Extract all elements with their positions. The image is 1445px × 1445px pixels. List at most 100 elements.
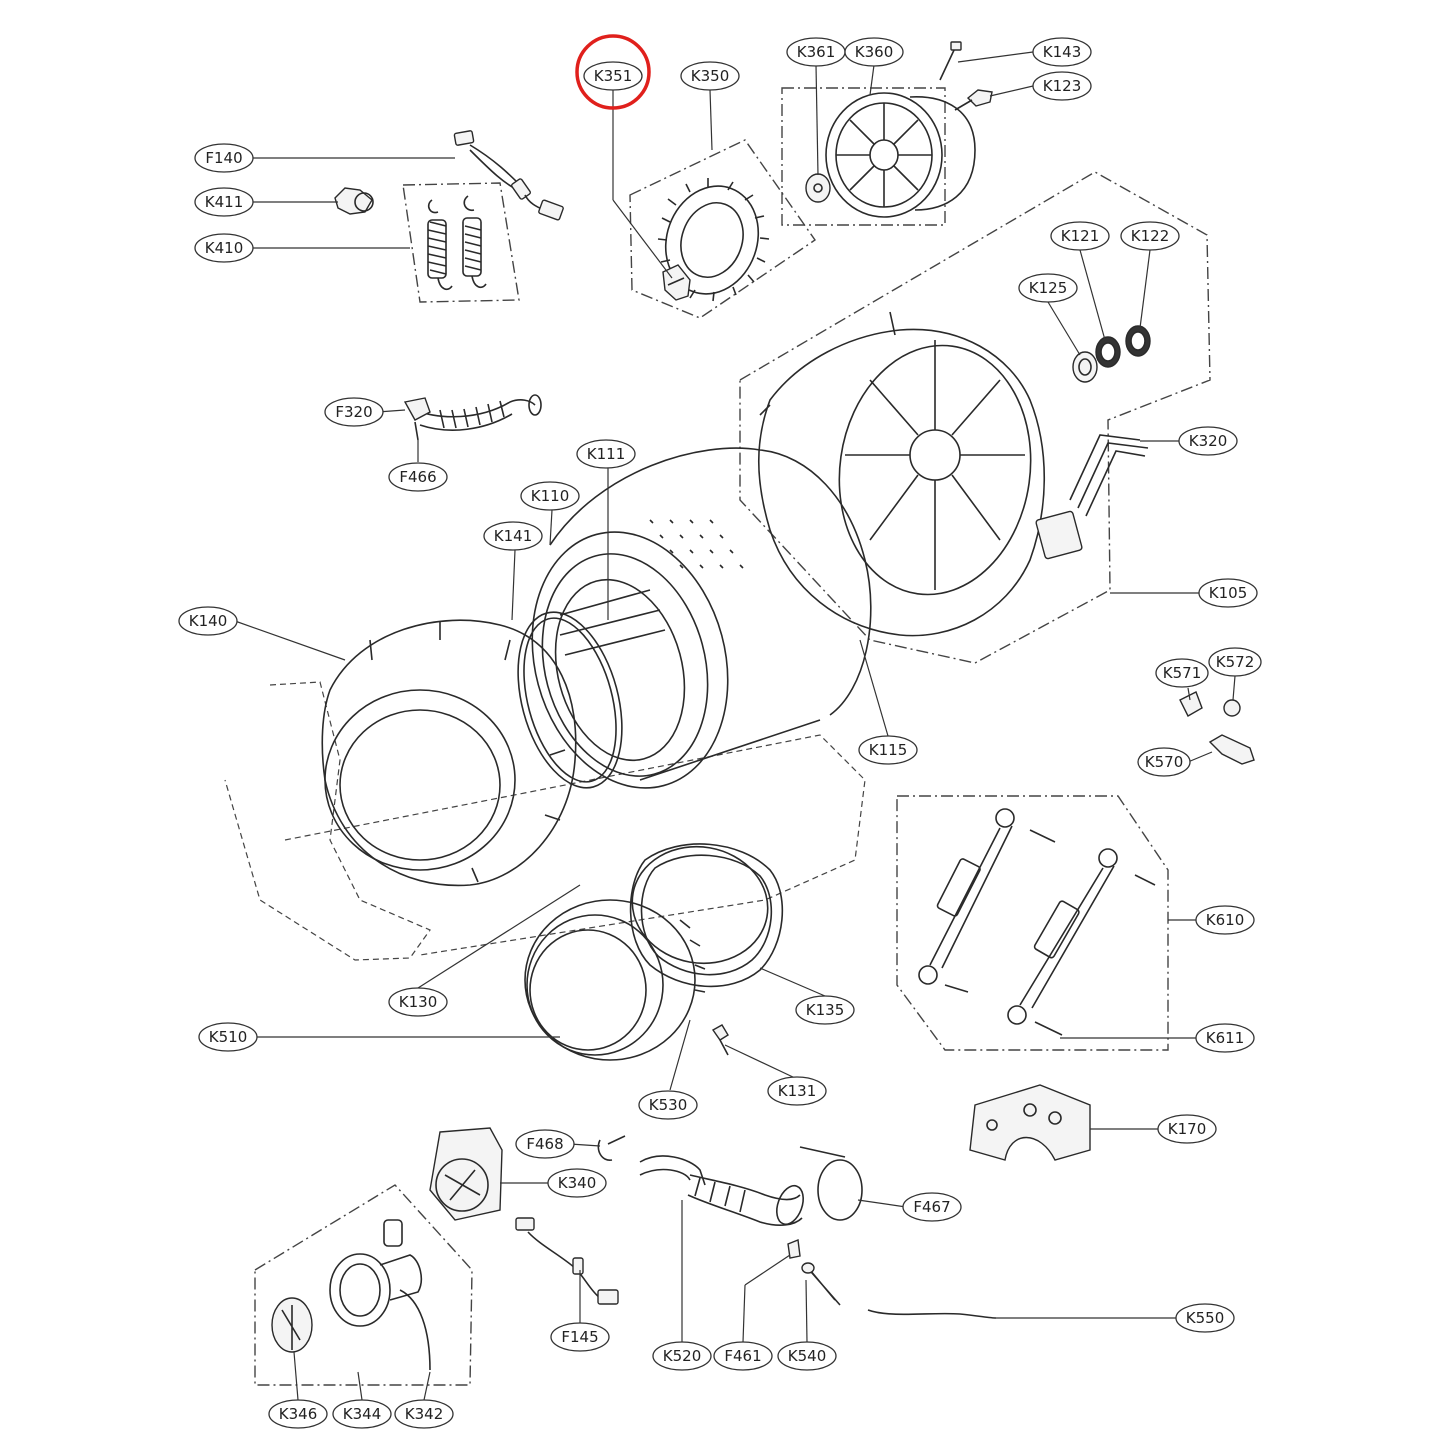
- damper-k610-part: [918, 808, 1118, 1025]
- part-label-K350[interactable]: K350: [680, 61, 740, 91]
- part-label-K570[interactable]: K570: [1137, 747, 1191, 777]
- svg-text:K123: K123: [1043, 77, 1081, 95]
- part-label-K410[interactable]: K410: [194, 233, 254, 263]
- wire-harness-f140-part: [453, 130, 564, 221]
- gasket-k130-part: [631, 845, 769, 965]
- clamp-ring-k135-part: [629, 843, 784, 988]
- part-label-K143[interactable]: K143: [1032, 37, 1092, 67]
- svg-text:K130: K130: [399, 993, 437, 1011]
- part-label-K346[interactable]: K346: [268, 1399, 328, 1429]
- svg-text:K342: K342: [405, 1405, 443, 1423]
- part-label-K135[interactable]: K135: [795, 995, 855, 1025]
- svg-text:K410: K410: [205, 239, 243, 257]
- part-label-K520[interactable]: K520: [652, 1341, 712, 1371]
- svg-text:K346: K346: [279, 1405, 317, 1423]
- svg-text:F461: F461: [724, 1347, 761, 1365]
- part-label-K105[interactable]: K105: [1198, 578, 1258, 608]
- clamp-f467-part: [799, 1146, 863, 1221]
- door-gasket-k510-part: [524, 899, 706, 1061]
- part-label-K360[interactable]: K360: [844, 37, 904, 67]
- highlight-circle-k351: [575, 34, 651, 110]
- part-label-K111[interactable]: K111: [576, 439, 636, 469]
- filter-k346-part: [271, 1297, 313, 1353]
- svg-text:K115: K115: [869, 741, 907, 759]
- part-label-K170[interactable]: K170: [1157, 1114, 1217, 1144]
- part-label-K110[interactable]: K110: [520, 481, 580, 511]
- leader-lines: [234, 51, 1236, 1401]
- svg-text:K122: K122: [1131, 227, 1169, 245]
- svg-text:K344: K344: [343, 1405, 381, 1423]
- pump-motor-k340-part: [429, 1127, 503, 1221]
- springs-k410-part: [427, 195, 487, 291]
- part-label-K130[interactable]: K130: [388, 987, 448, 1017]
- svg-text:F467: F467: [913, 1198, 950, 1216]
- svg-text:K530: K530: [649, 1096, 687, 1114]
- svg-text:K510: K510: [209, 1028, 247, 1046]
- clamp-f468-part: [597, 1135, 626, 1161]
- part-label-K351[interactable]: K351: [583, 61, 643, 91]
- part-label-K361[interactable]: K361: [786, 37, 846, 67]
- part-label-K342[interactable]: K342: [394, 1399, 454, 1429]
- svg-text:K411: K411: [205, 193, 243, 211]
- sensor-k540-part: [801, 1262, 841, 1306]
- wire-harness-f145-part: [515, 1217, 619, 1305]
- part-label-K140[interactable]: K140: [178, 606, 238, 636]
- rotor-k360-part: [825, 92, 976, 218]
- part-label-F140[interactable]: F140: [194, 143, 254, 173]
- hall-sensor-k351-part: [662, 264, 691, 301]
- part-label-K121[interactable]: K121: [1050, 221, 1110, 251]
- part-label-K344[interactable]: K344: [332, 1399, 392, 1429]
- svg-text:K350: K350: [691, 67, 729, 85]
- svg-text:K550: K550: [1186, 1309, 1224, 1327]
- part-label-K125[interactable]: K125: [1018, 273, 1078, 303]
- part-label-K610[interactable]: K610: [1195, 905, 1255, 935]
- svg-text:K610: K610: [1206, 911, 1244, 929]
- group-outline-k350-stator: [629, 139, 816, 319]
- svg-text:K111: K111: [587, 445, 625, 463]
- part-label-K571[interactable]: K571: [1155, 658, 1209, 688]
- group-outline-k360-rotor: [781, 87, 946, 226]
- svg-text:K361: K361: [797, 43, 835, 61]
- part-label-K510[interactable]: K510: [198, 1022, 258, 1052]
- part-label-K530[interactable]: K530: [638, 1090, 698, 1120]
- part-label-F468[interactable]: F468: [515, 1129, 575, 1159]
- part-label-K141[interactable]: K141: [483, 521, 543, 551]
- part-label-F467[interactable]: F467: [902, 1192, 962, 1222]
- drum-k110-part: [531, 447, 872, 789]
- hose-f320-part: [403, 394, 542, 431]
- svg-text:K540: K540: [788, 1347, 826, 1365]
- part-label-K122[interactable]: K122: [1120, 221, 1180, 251]
- part-label-K540[interactable]: K540: [777, 1341, 837, 1371]
- part-label-F320[interactable]: F320: [324, 397, 384, 427]
- svg-text:F468: F468: [526, 1135, 563, 1153]
- part-label-K572[interactable]: K572: [1208, 647, 1262, 677]
- part-label-F145[interactable]: F145: [550, 1322, 610, 1352]
- part-label-K123[interactable]: K123: [1032, 71, 1092, 101]
- svg-text:K125: K125: [1029, 279, 1067, 297]
- group-outline-k140-tub-front: [224, 681, 431, 961]
- svg-text:K611: K611: [1206, 1029, 1244, 1047]
- part-label-K611[interactable]: K611: [1195, 1023, 1255, 1053]
- part-label-K320[interactable]: K320: [1178, 426, 1238, 456]
- svg-text:K135: K135: [806, 1001, 844, 1019]
- seal-k122-part: [1125, 325, 1151, 357]
- group-outline-k610-dampers: [896, 795, 1169, 1051]
- group-outline-k105-tub-rear: [739, 171, 1211, 664]
- bearing-k125-part: [1072, 351, 1098, 383]
- part-label-K411[interactable]: K411: [194, 187, 254, 217]
- stator-k350-part: [657, 178, 770, 302]
- drum-ring-k141-part: [517, 611, 623, 789]
- part-label-F461[interactable]: F461: [713, 1341, 773, 1371]
- svg-text:K351: K351: [594, 67, 632, 85]
- svg-text:K340: K340: [558, 1174, 596, 1192]
- part-label-K340[interactable]: K340: [547, 1168, 607, 1198]
- part-label-K131[interactable]: K131: [767, 1076, 827, 1106]
- svg-text:F140: F140: [205, 149, 242, 167]
- part-label-F466[interactable]: F466: [388, 462, 448, 492]
- part-label-K550[interactable]: K550: [1175, 1303, 1235, 1333]
- clip-k411-part: [334, 187, 374, 215]
- part-label-K115[interactable]: K115: [858, 735, 918, 765]
- svg-text:F320: F320: [335, 403, 372, 421]
- rotor-bolt-k361-part: [805, 173, 831, 203]
- heater-k320-part: [1035, 434, 1149, 560]
